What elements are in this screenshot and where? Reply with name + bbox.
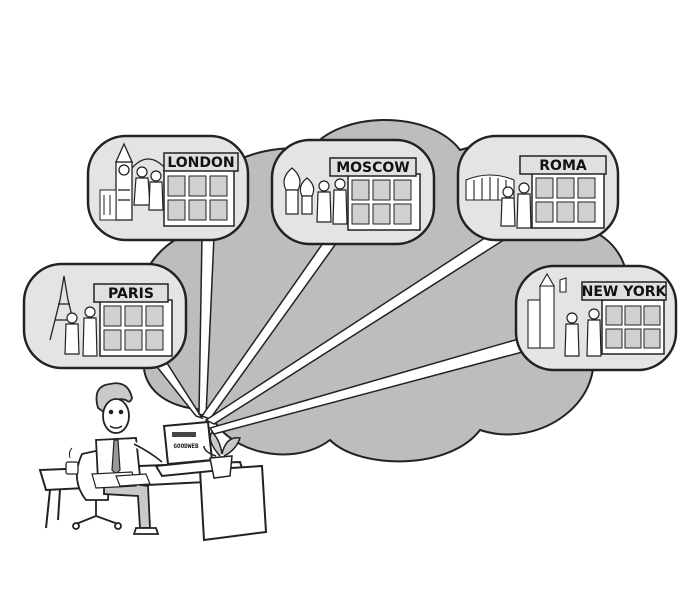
shoppers-icon [564, 308, 602, 357]
store-label-new-york: NEW YORK [582, 284, 668, 300]
store-bubble-roma[interactable]: ROMA [456, 134, 620, 242]
store-bubble-paris[interactable]: PARIS [22, 262, 188, 370]
onion-dome-icon [283, 167, 315, 215]
storefront-roma [531, 171, 605, 229]
store-bubble-moscow[interactable]: MOSCOW [270, 138, 436, 246]
storefront-moscow [347, 173, 421, 231]
storefront-new-york [601, 299, 665, 355]
store-label-paris: PARIS [108, 286, 154, 302]
store-label-moscow: MOSCOW [336, 160, 410, 176]
papers [91, 471, 151, 489]
person-at-desk [95, 382, 164, 535]
shoppers-icon [500, 182, 532, 229]
laptop-screen-text: GOODWEB [173, 443, 199, 450]
potted-plant-icon [203, 430, 241, 479]
store-label-london: LONDON [167, 155, 234, 171]
skyscraper-icon [527, 272, 555, 349]
store-sign-london: LONDON [163, 152, 239, 172]
store-sign-new-york: NEW YORK [581, 281, 668, 301]
statue-of-liberty-icon [559, 277, 567, 293]
shoppers-icon [131, 158, 166, 211]
laptop[interactable]: GOODWEB [154, 420, 224, 478]
mug-icon [65, 447, 79, 475]
storefront-paris [99, 299, 173, 357]
shoppers-icon [316, 178, 348, 225]
store-bubble-london[interactable]: LONDON [86, 134, 250, 242]
store-sign-moscow: MOSCOW [329, 157, 417, 177]
store-sign-roma: ROMA [519, 155, 607, 175]
store-label-roma: ROMA [539, 158, 587, 174]
colosseum-icon [465, 174, 515, 201]
store-bubble-new-york[interactable]: NEW YORK [514, 264, 678, 372]
big-ben-icon [114, 142, 134, 221]
building-icon [99, 189, 117, 221]
barcode-icon [172, 432, 196, 437]
store-sign-paris: PARIS [93, 283, 169, 303]
storefront-london [163, 169, 235, 227]
shoppers-icon [64, 306, 98, 357]
